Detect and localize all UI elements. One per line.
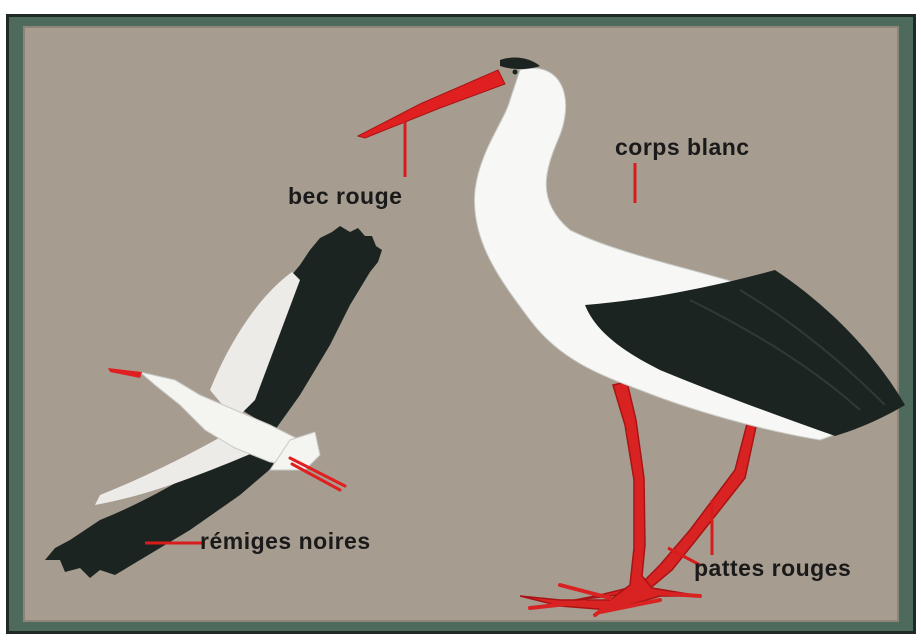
label-legs: pattes rouges	[694, 555, 851, 582]
label-body: corps blanc	[615, 134, 750, 161]
standing-stork-front-leg	[520, 382, 700, 610]
flying-stork	[45, 226, 382, 578]
label-beak: bec rouge	[288, 183, 402, 210]
standing-stork-beak	[358, 70, 505, 138]
label-wings: rémiges noires	[200, 528, 371, 555]
flying-stork-lower-wing-black	[45, 440, 275, 578]
flying-stork-beak	[108, 368, 142, 378]
flying-stork-legs	[290, 458, 345, 490]
